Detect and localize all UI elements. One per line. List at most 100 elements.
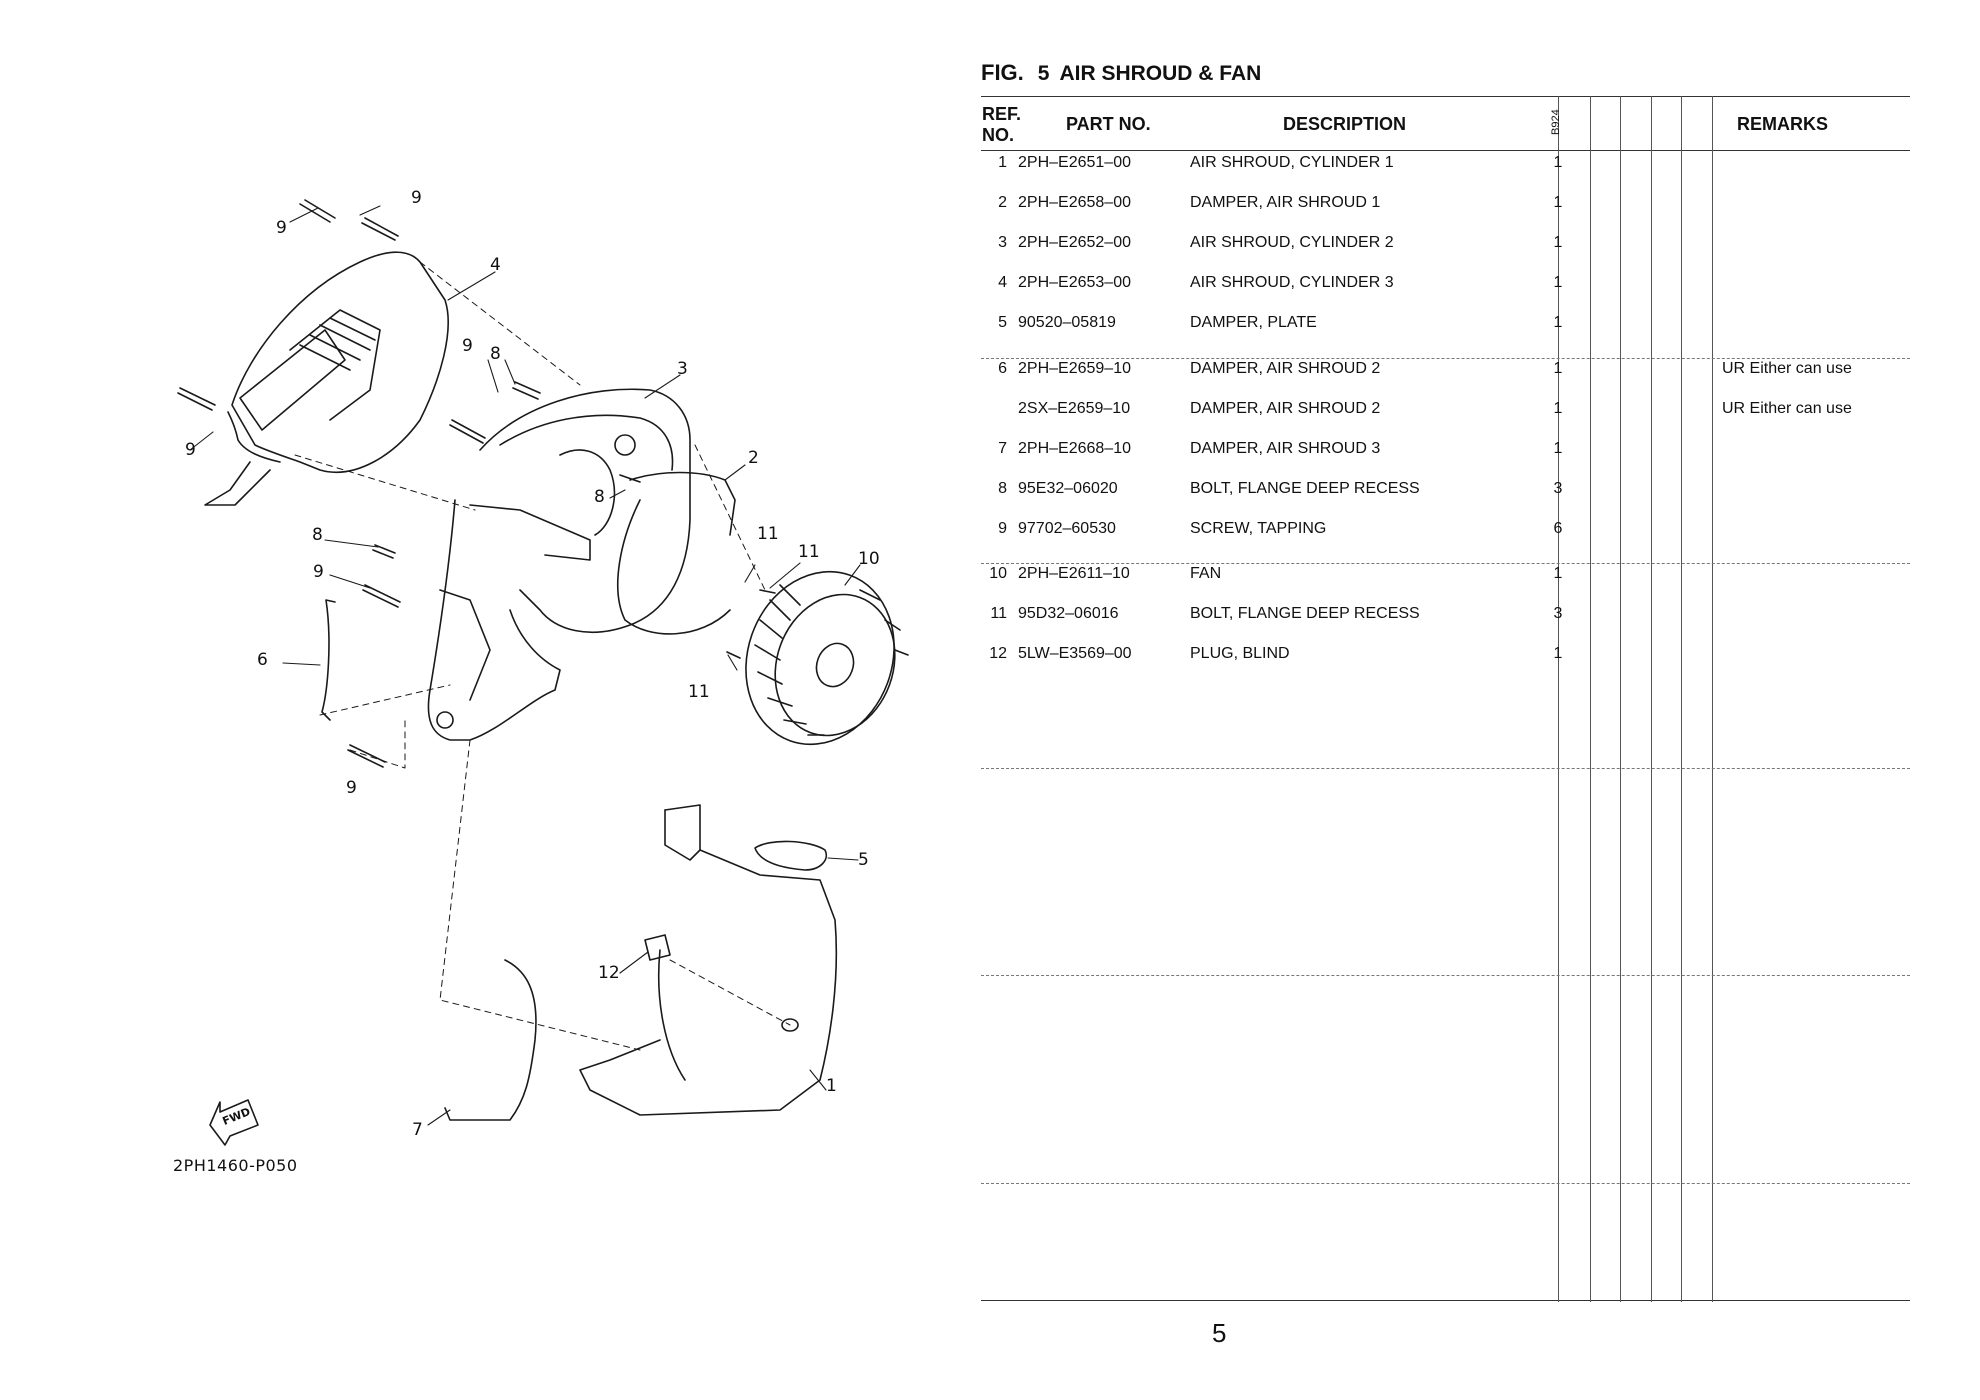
figure-title: AIR SHROUD & FAN: [1059, 62, 1262, 85]
quantity: 1: [1553, 154, 1563, 171]
table-bottom-rule: [981, 1300, 1910, 1301]
table-row: 4 2PH–E2653–00 AIR SHROUD, CYLINDER 3 1: [981, 274, 1910, 306]
ref-number: 2: [998, 194, 1007, 211]
part-description: DAMPER, AIR SHROUD 2: [1190, 360, 1381, 377]
table-row: 9 97702–60530 SCREW, TAPPING 6: [981, 520, 1910, 552]
table-row: 7 2PH–E2668–10 DAMPER, AIR SHROUD 3 1: [981, 440, 1910, 472]
quantity: 1: [1553, 440, 1563, 457]
part-description: DAMPER, PLATE: [1190, 314, 1317, 331]
table-row: 1 2PH–E2651–00 AIR SHROUD, CYLINDER 1 1: [981, 154, 1910, 186]
part-number: 2PH–E2653–00: [1018, 274, 1131, 291]
fan-part: [745, 570, 909, 746]
column-divider: [1712, 96, 1713, 1302]
diagram-drawing: [177, 199, 909, 1146]
quantity: 1: [1553, 194, 1563, 211]
column-divider: [1620, 96, 1621, 1302]
group-separator: [981, 563, 1910, 564]
air-shroud-cylinder-2-part: [479, 388, 691, 633]
table-row: 2SX–E2659–10 DAMPER, AIR SHROUD 2 1 UR E…: [981, 400, 1910, 432]
table-row: 10 2PH–E2611–10 FAN 1: [981, 565, 1910, 597]
callout-label: 8: [594, 487, 605, 507]
part-description: AIR SHROUD, CYLINDER 2: [1190, 234, 1394, 251]
part-number: 2PH–E2611–10: [1018, 565, 1130, 582]
callout-label: 8: [490, 344, 501, 364]
callout-label: 9: [346, 778, 357, 798]
remarks: UR Either can use: [1722, 400, 1852, 417]
callout-label: 3: [677, 359, 688, 379]
part-description: AIR SHROUD, CYLINDER 3: [1190, 274, 1394, 291]
quantity: 1: [1553, 645, 1563, 662]
ref-number: 3: [998, 234, 1007, 251]
part-number: 90520–05819: [1018, 314, 1116, 331]
part-description: SCREW, TAPPING: [1190, 520, 1327, 537]
quantity: 1: [1553, 360, 1563, 377]
callout-label: 9: [411, 188, 422, 208]
quantity: 3: [1553, 480, 1563, 497]
column-divider: [1681, 96, 1682, 1302]
header-description: DESCRIPTION: [1283, 114, 1407, 134]
damper-air-shroud-3-part: [444, 959, 537, 1121]
table-row: 8 95E32–06020 BOLT, FLANGE DEEP RECESS 3: [981, 480, 1910, 512]
header-ref-no: REF. NO.: [982, 104, 1022, 145]
figure-label: FIG.: [981, 60, 1024, 85]
ref-number: 11: [990, 605, 1007, 622]
ref-number: 9: [998, 520, 1007, 537]
figure-number: 5: [1037, 62, 1050, 85]
table-row: 12 5LW–E3569–00 PLUG, BLIND 1: [981, 645, 1910, 677]
table-top-rule: [981, 96, 1910, 97]
air-shroud-main-part: [427, 499, 591, 741]
air-shroud-cylinder-3-part: [204, 251, 449, 506]
group-separator: [981, 1183, 1910, 1184]
part-number: 2PH–E2668–10: [1018, 440, 1131, 457]
callout-label: 7: [412, 1120, 423, 1140]
fasteners: [177, 199, 776, 768]
column-divider: [1558, 96, 1559, 1302]
part-number: 95E32–06020: [1018, 480, 1118, 497]
part-description: PLUG, BLIND: [1190, 645, 1290, 662]
leader-lines: [189, 205, 861, 1126]
callout-label: 9: [313, 562, 324, 582]
quantity: 1: [1553, 274, 1563, 291]
exploded-parts-diagram: 9 9 4 9 8 3 9 2 8 11 11 10 8 9 6 11 9 5 …: [0, 0, 970, 1400]
part-number: 97702–60530: [1018, 520, 1116, 537]
callout-label: 11: [688, 682, 710, 702]
column-divider: [1651, 96, 1652, 1302]
damper-plate-part: [754, 840, 827, 871]
part-description: DAMPER, AIR SHROUD 1: [1190, 194, 1381, 211]
drawing-code: 2PH1460-P050: [173, 1156, 298, 1175]
callout-label: 9: [276, 218, 287, 238]
ref-number: 6: [998, 360, 1007, 377]
part-number: 95D32–06016: [1018, 605, 1119, 622]
fwd-arrow-icon: [209, 1099, 259, 1146]
air-shroud-cylinder-1-part: [579, 804, 838, 1116]
part-number: 2SX–E2659–10: [1018, 400, 1131, 417]
table-row: 2 2PH–E2658–00 DAMPER, AIR SHROUD 1 1: [981, 194, 1910, 226]
callout-label: 9: [462, 336, 473, 356]
table-row: 3 2PH–E2652–00 AIR SHROUD, CYLINDER 2 1: [981, 234, 1910, 266]
header-model-code: B924: [1550, 109, 1562, 135]
ref-number: 4: [998, 274, 1007, 291]
part-number: 2PH–E2651–00: [1018, 154, 1131, 171]
part-number: 5LW–E3569–00: [1018, 645, 1132, 662]
part-description: BOLT, FLANGE DEEP RECESS: [1190, 605, 1420, 622]
quantity: 6: [1553, 520, 1563, 537]
ref-number: 8: [998, 480, 1007, 497]
part-number: 2PH–E2658–00: [1018, 194, 1131, 211]
callout-label: 11: [798, 542, 820, 562]
callout-label: 9: [185, 440, 196, 460]
callout-label: 10: [858, 549, 880, 569]
part-number: 2PH–E2659–10: [1018, 360, 1131, 377]
callout-label: 12: [598, 963, 620, 983]
ref-number: 1: [998, 154, 1007, 171]
part-description: BOLT, FLANGE DEEP RECESS: [1190, 480, 1420, 497]
table-row: 6 2PH–E2659–10 DAMPER, AIR SHROUD 2 1 UR…: [981, 360, 1910, 392]
quantity: 1: [1553, 314, 1563, 331]
part-description: DAMPER, AIR SHROUD 3: [1190, 440, 1381, 457]
header-bottom-rule: [981, 150, 1910, 151]
figure-header: FIG. 5 AIR SHROUD & FAN: [981, 60, 1261, 86]
quantity: 3: [1553, 605, 1563, 622]
ref-number: 10: [989, 565, 1007, 582]
part-number: 2PH–E2652–00: [1018, 234, 1131, 251]
part-description: AIR SHROUD, CYLINDER 1: [1190, 154, 1394, 171]
page-number: 5: [1212, 1318, 1227, 1348]
